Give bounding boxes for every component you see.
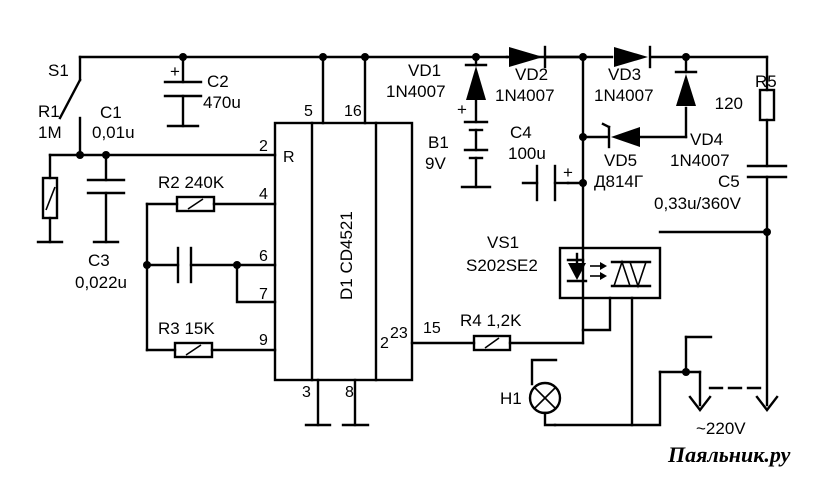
- diode-vd2: VD2 1N4007: [495, 45, 555, 105]
- c3-label: C3: [88, 251, 110, 270]
- pin-15: 15: [423, 320, 441, 337]
- c2-plus: +: [170, 62, 180, 81]
- pin-16: 16: [344, 103, 362, 120]
- junctions: [76, 53, 771, 376]
- s1-label: S1: [48, 61, 69, 80]
- diode-vd3: VD3 1N4007: [594, 45, 654, 105]
- vd1-label: VD1: [408, 61, 441, 80]
- pin-4: 4: [259, 186, 268, 203]
- vd5-value: Д814Г: [594, 172, 643, 191]
- vd4-label: VD4: [690, 130, 723, 149]
- pin-8: 8: [345, 384, 354, 401]
- pin-7: 7: [259, 286, 268, 303]
- pin-6: 6: [259, 248, 268, 265]
- c4-value: 100u: [508, 144, 546, 163]
- watermark: Паяльник.ру: [667, 442, 791, 467]
- r1-value: 1M: [38, 123, 62, 142]
- c2-label: C2: [207, 72, 229, 91]
- c5-label: C5: [718, 172, 740, 191]
- resistor-r1: R1 1M: [38, 102, 62, 220]
- lamp-h1: H1: [500, 381, 562, 415]
- c3-value: 0,022u: [75, 273, 127, 292]
- output-q-label: 2: [380, 335, 389, 352]
- resistor-r4: R4 1,2K: [460, 311, 522, 352]
- switch-s1: S1: [48, 61, 82, 120]
- pin-2: 2: [259, 138, 268, 155]
- mains-terminals: ~220V: [688, 395, 779, 438]
- capacitor-c1: C1 0,01u: [86, 103, 135, 195]
- r4-label: R4 1,2K: [460, 311, 522, 330]
- pin-5: 5: [304, 103, 313, 120]
- diode-vd1: VD1 1N4007: [386, 61, 488, 101]
- vd3-value: 1N4007: [594, 86, 654, 105]
- battery-b1: + B1 9V: [425, 100, 489, 189]
- diode-vd4: VD4 1N4007: [670, 70, 730, 170]
- c2-value: 470u: [203, 93, 241, 112]
- r2-label: R2 240K: [158, 173, 225, 192]
- r3-label: R3 15K: [158, 319, 215, 338]
- capacitor-c4: + C4 100u: [508, 123, 573, 202]
- r1-label: R1: [38, 102, 60, 121]
- c5-value: 0,33u/360V: [654, 194, 742, 213]
- ic-d1: D1 CD4521 R 2 4 6 7 9 5 16 3 8 15 2 23: [259, 103, 441, 401]
- vd2-label: VD2: [515, 65, 548, 84]
- c4-plus: +: [563, 163, 573, 182]
- mains-label: ~220V: [696, 419, 746, 438]
- capacitor-c2: + C2 470u: [163, 62, 241, 128]
- ic-label: D1 CD4521: [337, 211, 356, 300]
- capacitor-c5: C5 0,33u/360V: [654, 164, 788, 213]
- capacitor-c3: C3 0,022u: [75, 246, 193, 292]
- vs1-value: S202SE2: [466, 256, 538, 275]
- vd3-label: VD3: [608, 65, 641, 84]
- c1-label: C1: [100, 103, 122, 122]
- output-q-sup: 23: [390, 325, 408, 342]
- vd2-value: 1N4007: [495, 86, 555, 105]
- pin-3: 3: [302, 384, 311, 401]
- vd1-value: 1N4007: [386, 82, 446, 101]
- c1-value: 0,01u: [92, 123, 135, 142]
- diode-vd5: VD5 Д814Г: [594, 122, 643, 191]
- resistor-r5: R5 120: [715, 72, 777, 122]
- pin-9: 9: [259, 332, 268, 349]
- optotriac-vs1: VS1 S202SE2: [466, 233, 662, 300]
- wires: [48, 55, 769, 427]
- c4-label: C4: [510, 123, 532, 142]
- resistor-r3: R3 15K: [158, 319, 215, 359]
- b1-label: B1: [428, 133, 449, 152]
- r5-label: R5: [755, 72, 777, 91]
- b1-plus: +: [457, 100, 467, 119]
- r5-value: 120: [715, 94, 743, 113]
- h1-label: H1: [500, 389, 522, 408]
- vd5-label: VD5: [604, 151, 637, 170]
- resistor-r2: R2 240K: [158, 173, 225, 213]
- b1-value: 9V: [425, 154, 446, 173]
- pin-reset-label: R: [283, 149, 295, 166]
- vd4-value: 1N4007: [670, 151, 730, 170]
- vs1-label: VS1: [487, 233, 519, 252]
